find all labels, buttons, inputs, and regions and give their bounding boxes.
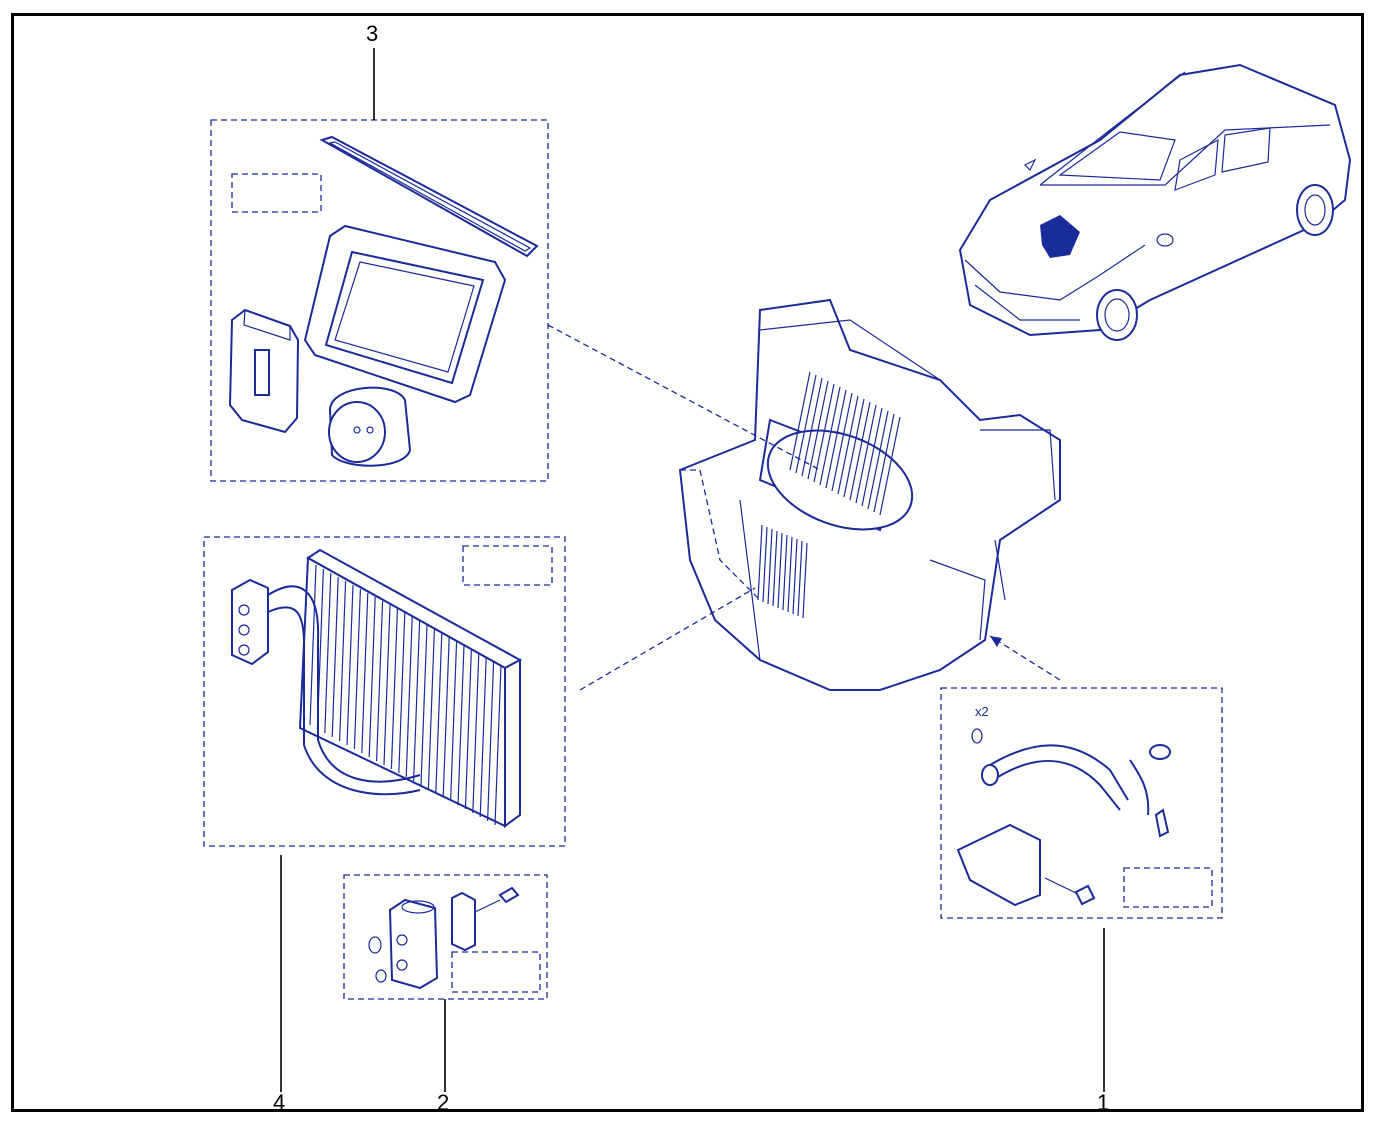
hvac-grille-line xyxy=(825,389,847,489)
hvac-grille-line xyxy=(873,413,895,513)
heater-pipes-icon xyxy=(956,728,1171,907)
connector-4 xyxy=(579,587,756,691)
connector-1 xyxy=(989,635,1061,681)
evaporator-fin xyxy=(361,592,369,754)
connector-3 xyxy=(547,324,821,471)
hvac-grille-line xyxy=(787,536,793,613)
hvac-grille-line xyxy=(807,380,829,480)
evaporator-fin xyxy=(390,608,398,770)
evaporator-fin xyxy=(383,604,391,766)
kit-3-box[interactable] xyxy=(210,119,549,482)
evaporator-fin xyxy=(324,572,332,734)
hvac-location-marker xyxy=(1040,215,1080,258)
hvac-assembly-icon[interactable] xyxy=(678,298,1061,691)
evaporator-fin xyxy=(487,660,495,822)
hvac-grille-line xyxy=(789,371,811,471)
evaporator-fin xyxy=(405,616,413,778)
hvac-grille-line xyxy=(777,532,783,609)
evaporator-fin xyxy=(398,612,406,774)
evaporator-fin xyxy=(457,644,465,806)
hvac-grille-line xyxy=(849,401,871,501)
callout-1[interactable]: 1 xyxy=(1097,1090,1110,1115)
hvac-grille-line xyxy=(867,410,889,510)
hvac-grille-line xyxy=(772,530,778,607)
hvac-grille-line xyxy=(813,383,835,483)
hvac-grille-line xyxy=(855,404,877,504)
hvac-grille-line xyxy=(837,395,859,495)
evaporator-fin xyxy=(376,600,384,762)
evaporator-fin xyxy=(427,628,435,790)
expansion-valve-icon xyxy=(368,886,520,990)
evaporator-fin xyxy=(331,576,339,738)
hvac-grille-line xyxy=(762,526,768,603)
hvac-grille-line xyxy=(767,528,773,605)
hvac-grille-line xyxy=(795,374,817,474)
kit-4-box[interactable] xyxy=(203,536,566,847)
evaporator-fin xyxy=(368,596,376,758)
hvac-grille-line xyxy=(802,542,808,619)
drawing-frame xyxy=(11,13,1364,1112)
evaporator-fin xyxy=(339,580,347,742)
callout-2[interactable]: 2 xyxy=(437,1090,450,1115)
kit-2-box[interactable] xyxy=(343,874,548,1000)
evaporator-fin xyxy=(420,624,428,786)
evaporator-fin xyxy=(479,656,487,818)
evaporator-fin xyxy=(413,620,421,782)
hvac-grille-line xyxy=(757,524,763,601)
expansion-block-icon xyxy=(231,578,421,796)
callout-3[interactable]: 3 xyxy=(366,21,379,46)
frame-seal-icon xyxy=(303,224,507,404)
evaporator-fin xyxy=(464,648,472,810)
hvac-grille-line xyxy=(782,534,788,611)
hvac-grille-line xyxy=(819,386,841,486)
round-plug-icon xyxy=(328,386,412,467)
evaporator-fin xyxy=(450,640,458,802)
evaporator-fin xyxy=(346,584,354,746)
hvac-grille-line xyxy=(797,540,803,617)
hvac-grille-line xyxy=(831,392,853,492)
strip-seal-icon xyxy=(319,135,539,258)
callout-4[interactable]: 4 xyxy=(273,1090,286,1115)
hvac-grille-line xyxy=(801,377,823,477)
car-icon xyxy=(958,63,1352,341)
hvac-grille-line xyxy=(861,407,883,507)
evaporator-fin xyxy=(435,632,443,794)
hvac-grille-line xyxy=(792,538,798,615)
connector-1-arrow xyxy=(990,636,1002,647)
hvac-grille-line xyxy=(843,398,865,498)
evaporator-fin xyxy=(472,652,480,814)
kit-1-box[interactable] xyxy=(940,687,1223,919)
slotted-foam-icon xyxy=(228,308,300,434)
hvac-grille-line xyxy=(879,416,901,516)
evaporator-fin xyxy=(309,564,317,726)
evaporator-fin xyxy=(494,664,502,826)
quantity-label: x2 xyxy=(975,704,989,719)
evaporator-fin xyxy=(353,588,361,750)
evaporator-core-icon xyxy=(298,548,523,828)
evaporator-fin xyxy=(442,636,450,798)
